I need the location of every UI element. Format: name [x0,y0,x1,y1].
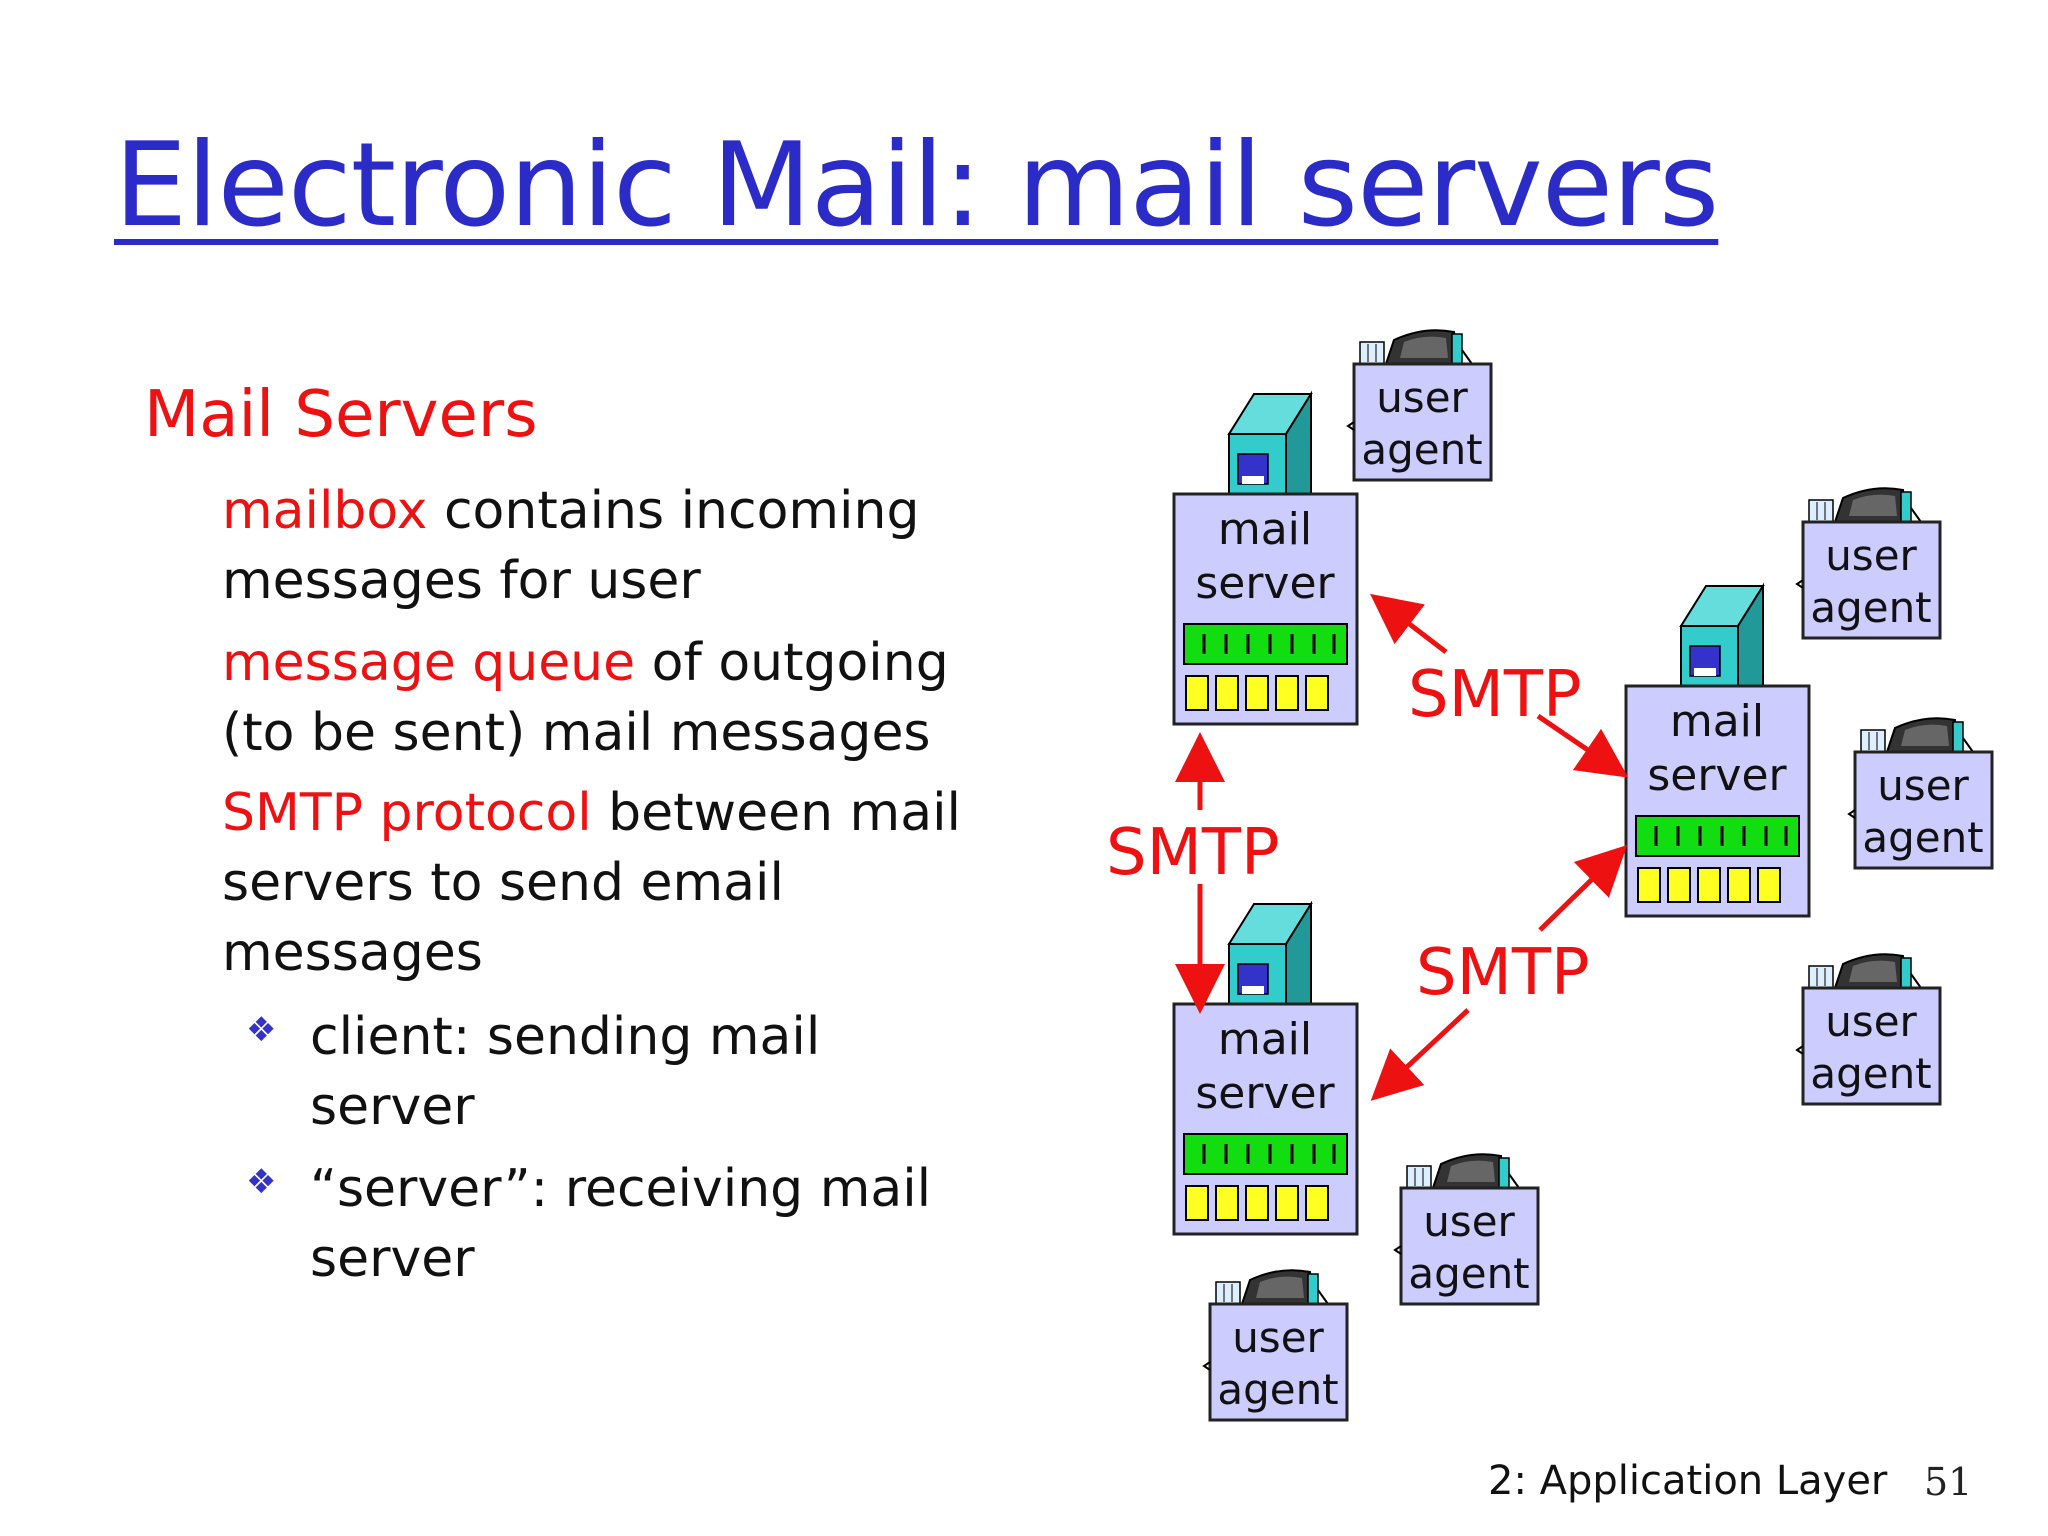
bullet-mailbox-line2: messages for user [222,551,701,611]
mail-server-label-line2: server [1195,1068,1335,1119]
bullet-text: contains incoming [427,481,920,541]
smtp-arrow-to-right-server [1536,713,1629,778]
smtp-arrow-to-top-server [1370,593,1448,654]
user-agent-1: user agent [1346,328,1493,482]
diamond-bullet-icon: ❖ [246,1010,277,1050]
bullet-message-queue: message queue of outgoing [222,628,949,698]
bullet-mailbox: mailbox contains incoming [222,476,919,546]
slide-footer: 2: Application Layer [1488,1458,1888,1504]
svg-text:user: user [1825,531,1917,580]
svg-text:agent: agent [1408,1249,1529,1298]
section-heading: Mail Servers [144,378,538,452]
svg-text:user: user [1376,373,1468,422]
mail-server-label-line1: mail [1670,696,1764,747]
slide-title: Electronic Mail: mail servers [114,118,1719,253]
smtp-arrow-to-bottom-server [1370,1008,1470,1101]
mail-server-top: mail server [1172,392,1359,726]
smtp-label-left: SMTP [1106,816,1280,890]
sub-bullet-server-line2: server [310,1229,475,1289]
svg-text:user: user [1232,1313,1324,1362]
bullet-text: of outgoing [635,633,949,693]
mail-server-label-line2: server [1195,558,1335,609]
page-number: 51 [1924,1460,1973,1504]
mail-server-right: mail server [1624,584,1811,918]
bullet-highlight: message queue [222,633,636,693]
sub-bullet-server: “server”: receiving mail [310,1159,932,1219]
svg-text:agent: agent [1862,813,1983,862]
svg-text:user: user [1825,997,1917,1046]
diamond-bullet-icon: ❖ [246,1162,277,1202]
user-agent-4: user agent [1795,952,1942,1106]
bullet-smtp-protocol-line3: messages [222,923,483,983]
smtp-label-bottom: SMTP [1416,936,1590,1010]
bullet-text: between mail [591,783,961,843]
svg-text:user: user [1877,761,1969,810]
user-agent-6: user agent [1202,1268,1349,1422]
sub-bullet-client-line2: server [310,1077,475,1137]
user-agent-3: user agent [1847,716,1994,870]
svg-text:agent: agent [1217,1365,1338,1414]
bullet-smtp-protocol: SMTP protocol between mail [222,778,961,848]
bullet-smtp-protocol-line2: servers to send email [222,853,784,913]
svg-text:agent: agent [1361,425,1482,474]
svg-text:agent: agent [1810,1049,1931,1098]
bullet-message-queue-line2: (to be sent) mail messages [222,703,931,763]
user-agent-5: user agent [1393,1152,1540,1306]
mail-server-label-line1: mail [1218,1014,1312,1065]
sub-bullet-client: client: sending mail [310,1007,821,1067]
mail-server-label-line1: mail [1218,504,1312,555]
user-agent-2: user agent [1795,486,1942,640]
bullet-highlight: SMTP protocol [222,783,592,843]
smtp-arrows [1175,593,1629,1101]
bullet-highlight: mailbox [222,481,428,541]
smtp-arrow-to-right-server-2 [1538,845,1628,932]
mail-server-label-line2: server [1647,750,1787,801]
mail-server-bottom: mail server [1172,902,1359,1236]
svg-text:agent: agent [1810,583,1931,632]
smtp-label-top: SMTP [1408,658,1582,732]
svg-text:user: user [1423,1197,1515,1246]
